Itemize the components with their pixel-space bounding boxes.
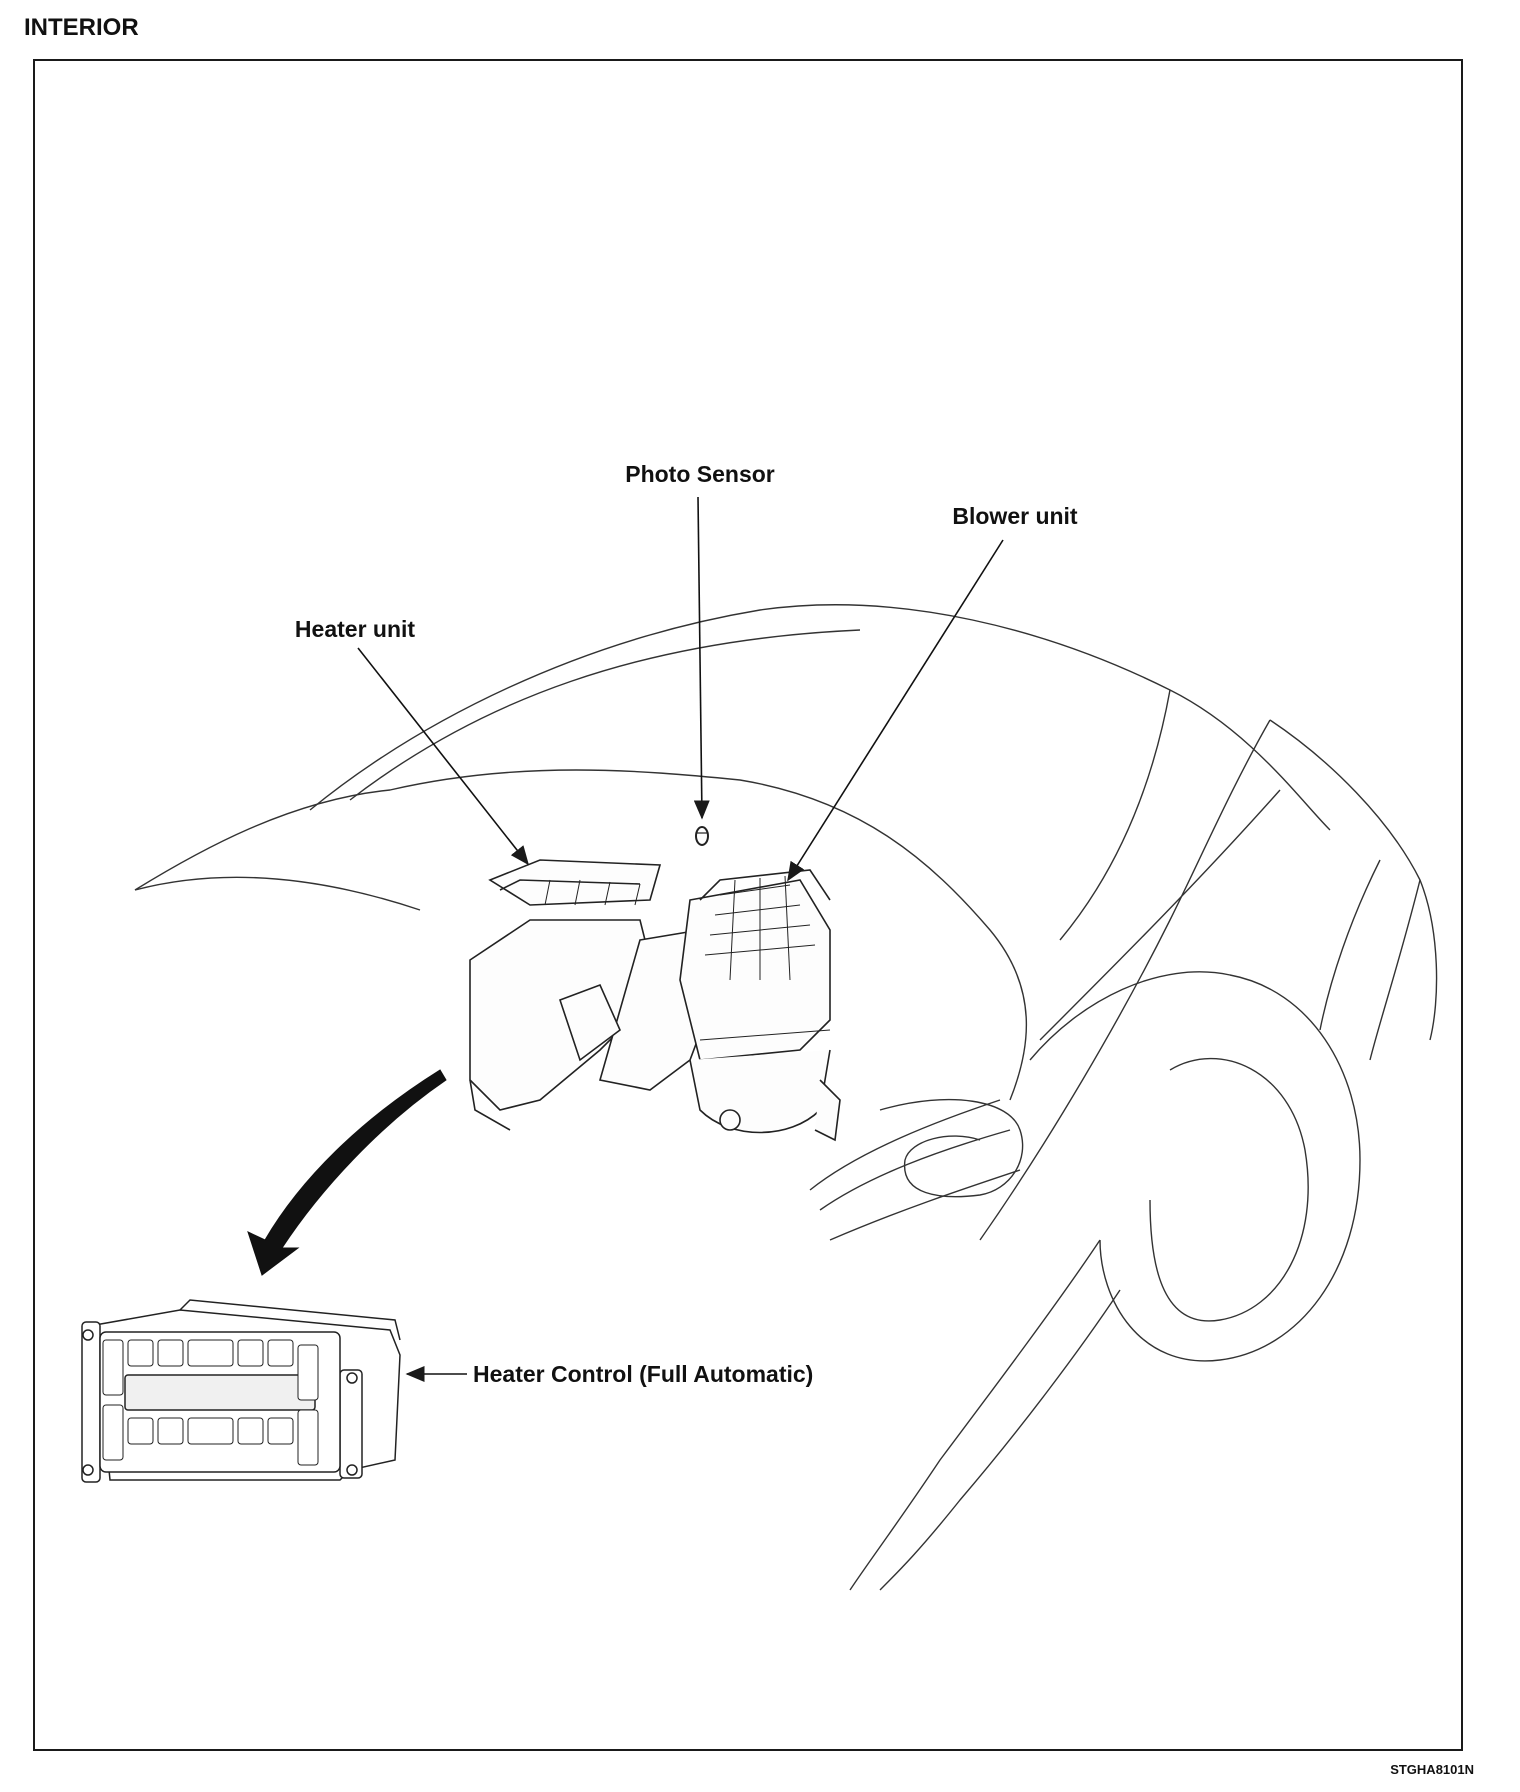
blower-unit-label: Blower unit (952, 503, 1078, 529)
photo-sensor-leader (693, 496, 710, 820)
diagram-frame (33, 59, 1463, 1751)
heater-unit-label: Heater unit (295, 616, 415, 642)
heater-control-panel (81, 1299, 401, 1483)
page-title: INTERIOR (24, 14, 139, 41)
photo-sensor-label: Photo Sensor (625, 461, 775, 487)
hvac-assembly (469, 859, 841, 1142)
heater-control-label: Heater Control (Full Automatic) (473, 1361, 813, 1387)
photo-sensor-part (695, 826, 709, 846)
curved-arrow (247, 1069, 447, 1276)
blower-unit-leader (787, 539, 1004, 882)
figure-code: STGHA8101N (1390, 1762, 1474, 1777)
car-outline (134, 604, 1438, 1591)
heater-unit-leader (357, 647, 529, 866)
